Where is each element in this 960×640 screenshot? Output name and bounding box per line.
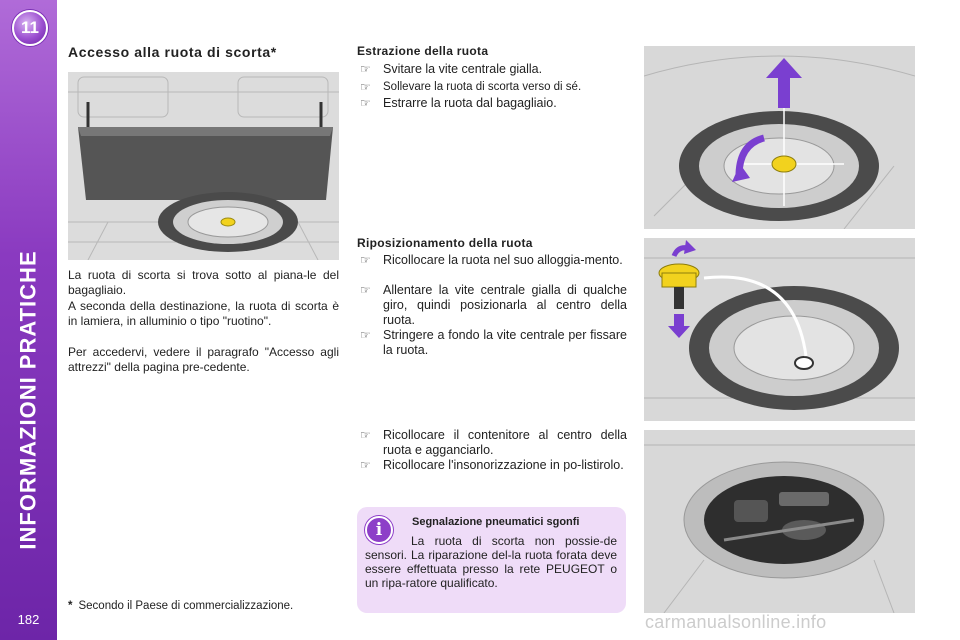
final-step-text: Ricollocare l'insonorizzazione in po-lis… [383, 458, 624, 472]
tool-box-illustration [644, 430, 915, 613]
repositioning-heading: Riposizionamento della ruota [357, 236, 533, 250]
chapter-band [0, 0, 57, 640]
paragraph-location: La ruota di scorta si trova sotto al pia… [68, 268, 339, 297]
pointing-hand-icon: ☞ [360, 80, 371, 94]
pointing-hand-icon: ☞ [360, 253, 371, 267]
footnote-text: Secondo il Paese di commercializzazione. [78, 600, 294, 612]
repositioning-illustration [644, 238, 915, 421]
extraction-step: ☞ Svitare la vite centrale gialla. [357, 62, 627, 77]
final-step: ☞ Ricollocare il contenitore al centro de… [357, 428, 627, 458]
final-step: ☞ Ricollocare l'insonorizzazione in po-li… [357, 458, 627, 473]
extraction-step-text: Sollevare la ruota di scorta verso di sé… [383, 81, 582, 93]
extraction-step: ☞ Estrarre la ruota dal bagagliaio. [357, 96, 627, 111]
trunk-illustration [68, 72, 339, 260]
paragraph-access: Per accedervi, vedere il paragrafo "Acce… [68, 345, 339, 374]
watermark: carmanualsonline.info [645, 612, 827, 632]
paragraph-types: A seconda della destinazione, la ruota d… [68, 299, 339, 328]
footnote-mark: * [68, 600, 73, 612]
note-title: Segnalazione pneumatici sgonfi [412, 516, 580, 528]
repositioning-step: ☞ Stringere a fondo la vite centrale per … [357, 328, 627, 358]
repositioning-step: ☞ Allentare la vite centrale gialla di qu… [357, 283, 627, 328]
chapter-title-text: INFORMAZIONI PRATICHE [16, 250, 41, 550]
repositioning-step-text: Allentare la vite centrale gialla di qua… [383, 283, 627, 327]
extraction-heading: Estrazione della ruota [357, 44, 489, 58]
chapter-number-badge: 11 [12, 10, 48, 46]
page-number: 182 [17, 612, 40, 627]
note-text: La ruota di scorta non possie-de sensori… [365, 534, 617, 590]
extraction-step-text: Estrarre la ruota dal bagagliaio. [383, 96, 557, 110]
pointing-hand-icon: ☞ [360, 428, 371, 442]
pointing-hand-icon: ☞ [360, 458, 371, 472]
pointing-hand-icon: ☞ [360, 96, 371, 110]
chapter-title: INFORMAZIONI PRATICHE [9, 210, 49, 590]
extraction-illustration [644, 46, 915, 229]
pointing-hand-icon: ☞ [360, 283, 371, 297]
extraction-step-text: Svitare la vite centrale gialla. [383, 62, 543, 76]
repositioning-step-text: Stringere a fondo la vite centrale per f… [383, 328, 627, 357]
repositioning-step: ☞ Ricollocare la ruota nel suo alloggia-m… [357, 253, 627, 268]
info-note: i Segnalazione pneumatici sgonfi La ruot… [357, 507, 626, 613]
footnote: * Secondo il Paese di commercializzazione… [68, 600, 293, 612]
info-icon: i [365, 516, 393, 544]
section-heading: Accesso alla ruota di scorta* [68, 44, 277, 60]
extraction-step: ☞ Sollevare la ruota di scorta verso di s… [357, 80, 627, 95]
pointing-hand-icon: ☞ [360, 328, 371, 342]
pointing-hand-icon: ☞ [360, 62, 371, 76]
repositioning-step-text: Ricollocare la ruota nel suo alloggia-me… [383, 253, 623, 267]
final-step-text: Ricollocare il contenitore al centro del… [383, 428, 627, 457]
